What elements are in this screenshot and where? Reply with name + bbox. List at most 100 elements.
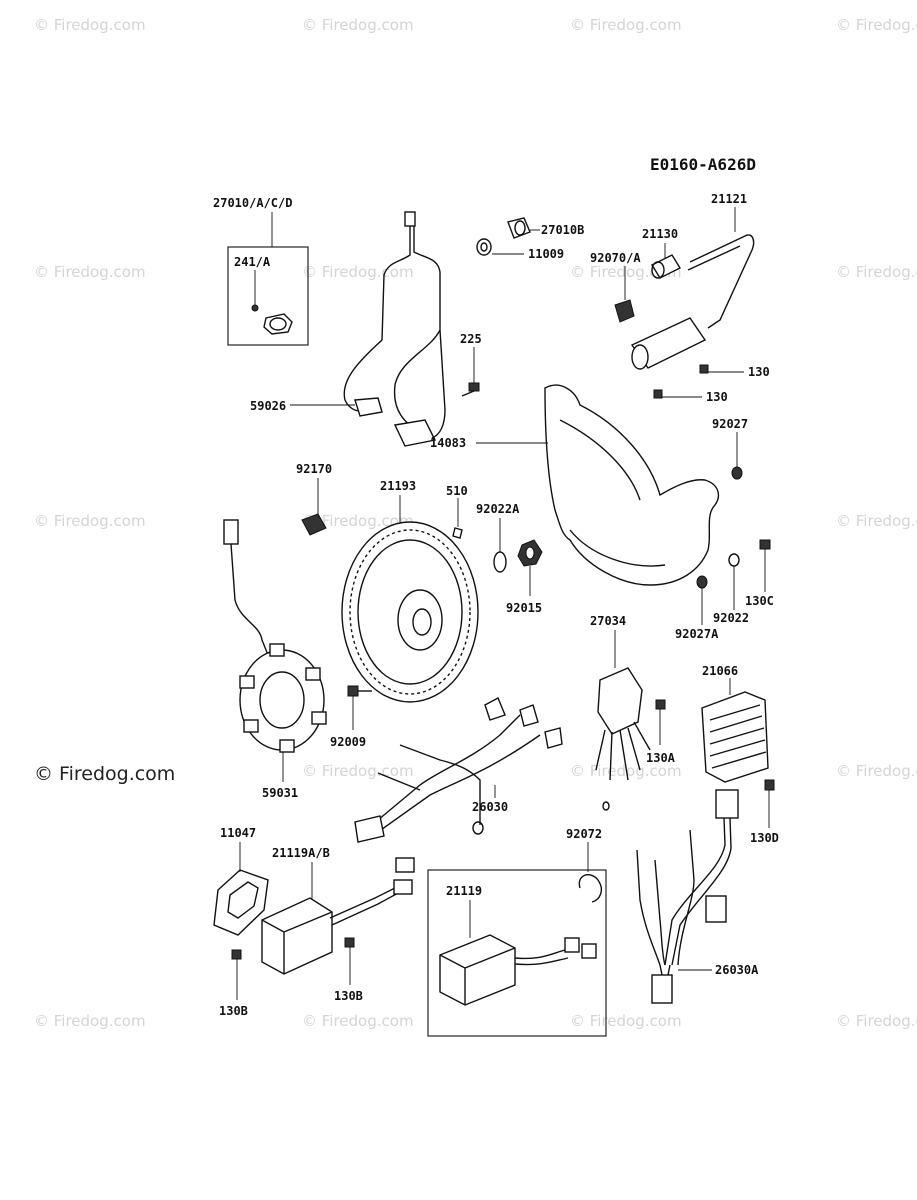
stator-inner-shape bbox=[259, 671, 305, 729]
collar-92027[interactable] bbox=[731, 432, 743, 480]
bolt-130d[interactable] bbox=[764, 779, 775, 828]
bracket-cutout-shape bbox=[227, 881, 259, 919]
cover-14083[interactable] bbox=[476, 384, 720, 586]
switch-box-frame bbox=[227, 246, 309, 346]
part-label-130a[interactable]: 130A bbox=[646, 751, 676, 765]
part-label-21119ab[interactable]: 21119A/B bbox=[272, 846, 330, 860]
regulator-fins-shape bbox=[709, 704, 767, 769]
part-label-92015[interactable]: 92015 bbox=[506, 601, 542, 615]
flywheel-21193[interactable] bbox=[341, 495, 479, 703]
part-label-130-2[interactable]: 130 bbox=[706, 390, 728, 404]
screw-225[interactable] bbox=[461, 347, 480, 397]
washer-shape bbox=[493, 551, 507, 573]
part-label-130b-2[interactable]: 130B bbox=[334, 989, 363, 1003]
wire-shape bbox=[654, 859, 666, 966]
part-label-241a[interactable]: 241/A bbox=[234, 255, 271, 269]
part-label-59031[interactable]: 59031 bbox=[262, 786, 298, 800]
cdi-21119ab[interactable] bbox=[261, 857, 415, 985]
part-label-92170[interactable]: 92170 bbox=[296, 462, 332, 476]
part-label-130d[interactable]: 130D bbox=[750, 831, 779, 845]
watermark: © Firedog.com bbox=[302, 1012, 414, 1030]
part-label-26030[interactable]: 26030 bbox=[472, 800, 508, 814]
plug-cap-end-shape bbox=[651, 261, 665, 279]
part-label-21066[interactable]: 21066 bbox=[702, 664, 738, 678]
washer-92022a[interactable] bbox=[493, 518, 507, 573]
part-label-21121[interactable]: 21121 bbox=[711, 192, 747, 206]
part-label-21119[interactable]: 21119 bbox=[446, 884, 482, 898]
part-label-92070a[interactable]: 92070/A bbox=[590, 251, 641, 265]
part-label-225[interactable]: 225 bbox=[460, 332, 482, 346]
collar-shape bbox=[731, 466, 743, 480]
harness-26030[interactable] bbox=[354, 697, 563, 843]
plug-cap-21130[interactable] bbox=[651, 243, 681, 279]
bolt-head-shape bbox=[655, 699, 666, 710]
watermark: © Firedog.com bbox=[836, 16, 917, 34]
switch-27010b[interactable] bbox=[507, 217, 540, 239]
part-label-92027a[interactable]: 92027A bbox=[675, 627, 719, 641]
clamp-92072[interactable] bbox=[578, 842, 602, 903]
diagram-code: E0160-A626D bbox=[650, 155, 756, 174]
flywheel-rim-shape bbox=[357, 539, 463, 685]
harness-59026[interactable] bbox=[290, 211, 446, 447]
part-label-92072[interactable]: 92072 bbox=[566, 827, 602, 841]
stator-59031[interactable] bbox=[223, 519, 327, 782]
part-label-11047[interactable]: 11047 bbox=[220, 826, 256, 840]
part-label-27010acd[interactable]: 27010/A/C/D bbox=[213, 196, 292, 210]
part-label-21193[interactable]: 21193 bbox=[380, 479, 416, 493]
watermark: © Firedog.com bbox=[302, 512, 414, 530]
bolt-92009[interactable] bbox=[347, 685, 372, 730]
washer-shape bbox=[476, 238, 492, 256]
watermark: © Firedog.com bbox=[570, 16, 682, 34]
cdi-box-frame bbox=[427, 869, 607, 1037]
stator-pole-shape bbox=[311, 711, 327, 725]
washer-11009[interactable] bbox=[476, 238, 524, 256]
part-label-92027[interactable]: 92027 bbox=[712, 417, 748, 431]
flywheel-bore-shape bbox=[412, 608, 432, 636]
bolt-130c[interactable] bbox=[759, 539, 771, 592]
part-label-27010b[interactable]: 27010B bbox=[541, 223, 584, 237]
plug-cap-shape bbox=[651, 254, 681, 279]
part-label-11009[interactable]: 11009 bbox=[528, 247, 564, 261]
part-label-510[interactable]: 510 bbox=[446, 484, 468, 498]
part-label-130b[interactable]: 130B bbox=[219, 1004, 248, 1018]
wire-shape bbox=[677, 829, 695, 966]
part-label-130[interactable]: 130 bbox=[748, 365, 770, 379]
module-27034[interactable] bbox=[595, 630, 651, 811]
watermark: © Firedog.com bbox=[570, 1012, 682, 1030]
part-label-26030a[interactable]: 26030A bbox=[715, 963, 759, 977]
connector-shape bbox=[705, 895, 727, 923]
nut-92015[interactable] bbox=[517, 539, 543, 596]
cdi-body-shape bbox=[261, 897, 333, 975]
flywheel-hub-shape bbox=[397, 589, 443, 651]
bolt-130-a[interactable] bbox=[699, 364, 744, 374]
terminal-shape bbox=[602, 801, 610, 811]
cdi-21119[interactable] bbox=[427, 869, 607, 1037]
cover-shape bbox=[544, 384, 720, 586]
part-label-59026[interactable]: 59026 bbox=[250, 399, 286, 413]
harness-26030a[interactable] bbox=[636, 789, 739, 1004]
coil-end-shape bbox=[631, 344, 649, 370]
regulator-21066[interactable] bbox=[701, 678, 769, 783]
part-label-14083[interactable]: 14083 bbox=[430, 436, 466, 450]
collar-92027a[interactable] bbox=[696, 575, 708, 625]
bolt-130-b[interactable] bbox=[653, 389, 702, 399]
part-label-27034[interactable]: 27034 bbox=[590, 614, 626, 628]
switch-27010[interactable] bbox=[227, 212, 309, 346]
rectifier-92170[interactable] bbox=[301, 478, 327, 536]
part-label-92022[interactable]: 92022 bbox=[713, 611, 749, 625]
clip-92070a[interactable] bbox=[614, 266, 635, 323]
coil-21121[interactable] bbox=[630, 207, 755, 370]
bracket-11047[interactable] bbox=[213, 842, 269, 1000]
rectifier-shape bbox=[301, 513, 327, 536]
screw-head-shape bbox=[468, 382, 480, 392]
bolt-130a[interactable] bbox=[655, 699, 666, 745]
washer-92022[interactable] bbox=[728, 553, 740, 610]
part-label-21130[interactable]: 21130 bbox=[642, 227, 678, 241]
terminal-shape bbox=[484, 697, 506, 721]
part-label-92009[interactable]: 92009 bbox=[330, 735, 366, 749]
part-label-92022a[interactable]: 92022A bbox=[476, 502, 520, 516]
part-label-130c[interactable]: 130C bbox=[745, 594, 774, 608]
connector-shape bbox=[715, 789, 739, 819]
wire-shape bbox=[659, 964, 671, 976]
key-510[interactable] bbox=[452, 498, 463, 539]
